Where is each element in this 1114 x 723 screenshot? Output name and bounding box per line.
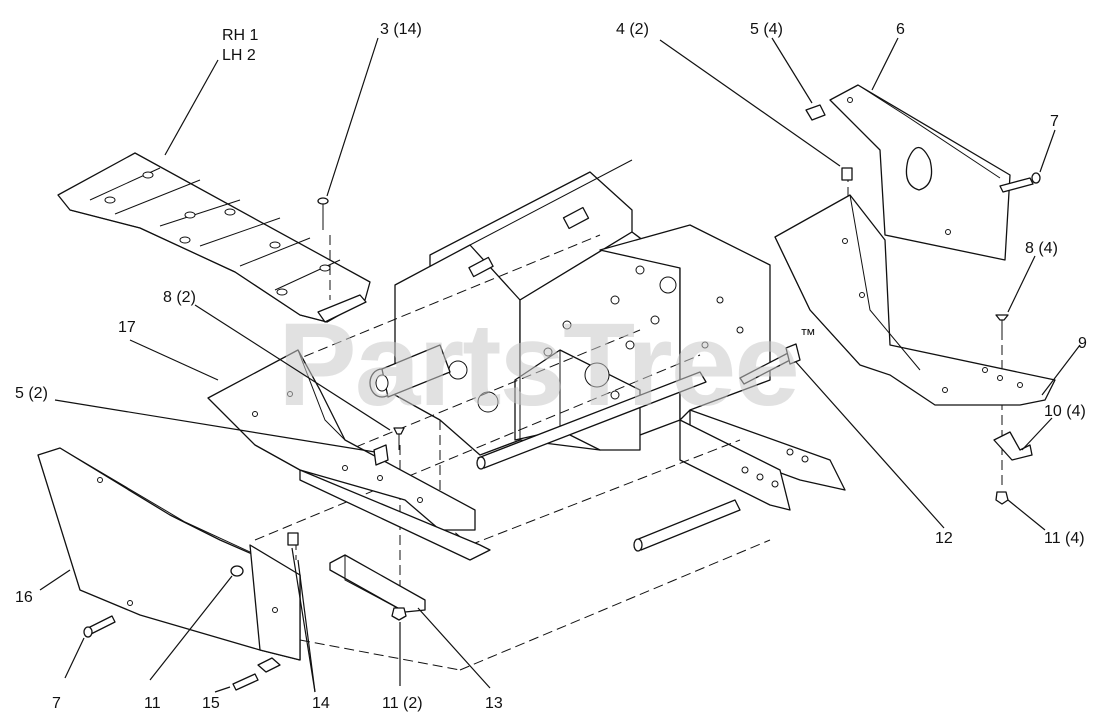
side-panel-17	[207, 349, 491, 561]
callout-7-lower: 7	[52, 695, 61, 712]
callout-7-upper: 7	[1050, 113, 1059, 130]
watermark-trademark: ™	[800, 327, 816, 344]
hardware	[83, 104, 1041, 691]
callout-lh2: LH 2	[222, 47, 256, 64]
side-panel-9	[774, 194, 1056, 406]
callout-12: 12	[935, 530, 953, 547]
callout-labels: RH 1 LH 2 3 (14) 4 (2) 5 (4) 6 7 8 (4) 9…	[15, 21, 1087, 712]
bracket-13	[329, 554, 426, 613]
callout-rh1: RH 1	[222, 27, 259, 44]
footrest-plate	[57, 152, 371, 323]
callout-14: 14	[312, 695, 330, 712]
callout-11-left: 11	[144, 695, 161, 712]
callout-6: 6	[896, 21, 905, 38]
callout-11-bottom: 11 (2)	[382, 695, 423, 712]
main-frame	[369, 159, 846, 552]
callout-13: 13	[485, 695, 503, 712]
callout-8-left: 8 (2)	[163, 289, 196, 306]
callout-15: 15	[202, 695, 220, 712]
callout-3: 3 (14)	[380, 21, 422, 38]
callout-11-right: 11 (4)	[1044, 530, 1085, 547]
callout-4: 4 (2)	[616, 21, 649, 38]
callout-5-left: 5 (2)	[15, 385, 48, 402]
watermark: PartsTree ™	[278, 299, 816, 431]
callout-10: 10 (4)	[1044, 403, 1086, 420]
callout-8-upper: 8 (4)	[1025, 240, 1058, 257]
callout-16: 16	[15, 589, 33, 606]
side-panel-6	[829, 84, 1011, 261]
callout-17: 17	[118, 319, 136, 336]
callout-9: 9	[1078, 335, 1087, 352]
watermark-text: PartsTree	[278, 299, 798, 431]
callout-5-upper: 5 (4)	[750, 21, 783, 38]
leader-lines	[39, 37, 1081, 693]
side-panel-16	[37, 447, 301, 661]
